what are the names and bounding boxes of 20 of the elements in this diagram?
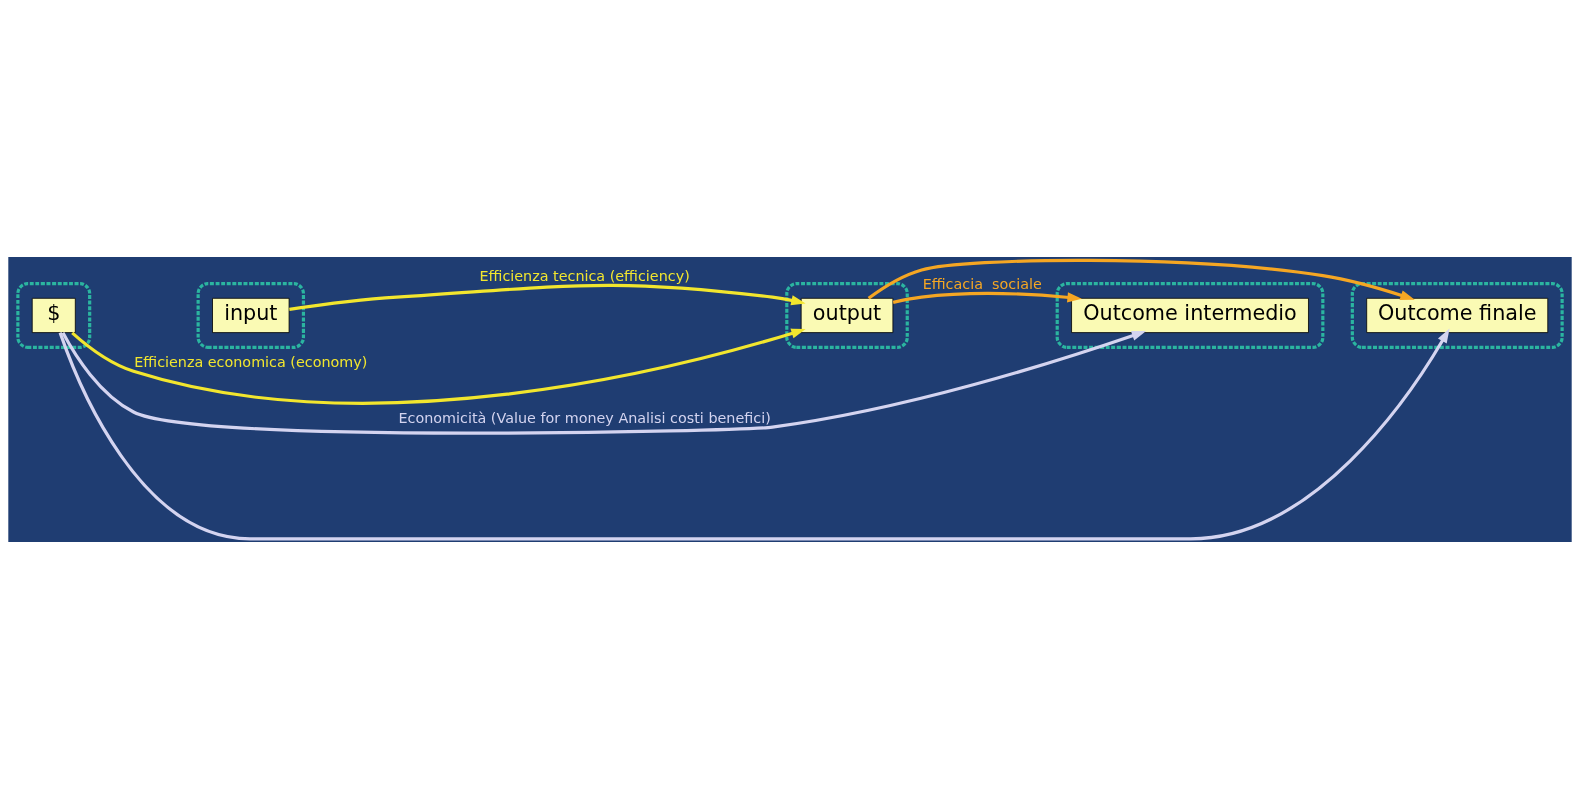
arrow	[71, 328, 806, 405]
cluster	[1055, 281, 1325, 349]
edge-label: Efficienza tecnica (efficiency)	[479, 268, 690, 285]
node-box: $	[31, 297, 76, 333]
cluster	[196, 281, 306, 349]
edge-label: Efficienza economica (economy)	[134, 353, 368, 370]
node-box: input	[212, 297, 290, 333]
cluster	[785, 281, 909, 349]
edge-label: Economicità (Value for money Analisi costi benefici)	[398, 409, 771, 426]
arrow	[867, 258, 1415, 301]
cluster	[1350, 281, 1564, 349]
node-box: Outcome finale	[1366, 297, 1549, 333]
node-box: output	[800, 297, 894, 333]
arrow	[61, 331, 1147, 435]
node-box: Outcome intermedio	[1071, 297, 1309, 333]
cluster	[16, 281, 92, 349]
arrow	[892, 291, 1082, 304]
edge-label: Efficacia sociale	[922, 276, 1042, 293]
arrow	[289, 283, 806, 311]
arrow	[58, 328, 1450, 541]
